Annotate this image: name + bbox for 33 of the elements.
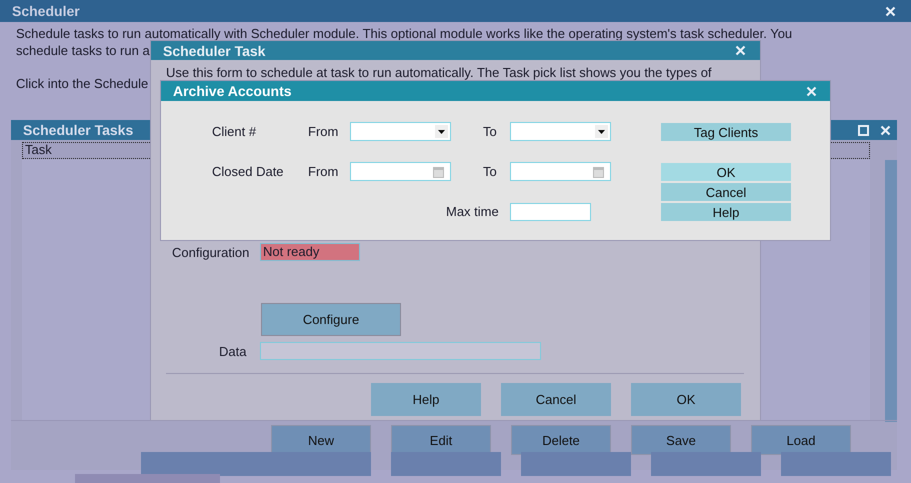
field-label: To [483, 124, 497, 140]
dialog-button: OK [631, 383, 741, 416]
field-label: Configuration [172, 245, 250, 261]
status-field: Not ready [260, 243, 360, 261]
description-text: Click into the Schedule [16, 76, 148, 92]
window-title: Scheduler [11, 2, 80, 21]
window-title: Scheduler Task [162, 42, 266, 60]
dialog-button: Configure [261, 303, 401, 336]
dialog-button: Help [661, 203, 791, 221]
dialog-button: Cancel [501, 383, 611, 416]
field-label: To [483, 164, 497, 180]
field-label: From [308, 164, 338, 180]
field-label: Max time [446, 204, 499, 220]
field-label: Data [219, 344, 246, 360]
description-text: Schedule tasks to run automatically with Scheduler module. This optional module works like the operating system's task scheduler. You [16, 26, 792, 42]
dialog-window [161, 81, 830, 240]
field-label: Client # [212, 124, 256, 140]
description-text: Use this form to schedule at task to run automatically. The Task pick list shows you the types of [166, 65, 712, 81]
window-title: Scheduler Tasks [22, 121, 134, 140]
field-label: Closed Date [212, 164, 284, 180]
toolbar-button: New [271, 425, 371, 455]
toolbar-button: Load [751, 425, 851, 455]
window-title: Archive Accounts [172, 82, 292, 101]
description-text: schedule tasks to run a [16, 43, 150, 59]
toolbar-button: Save [631, 425, 731, 455]
field-label: From [308, 124, 338, 140]
toolbar-button: Delete [511, 425, 611, 455]
dialog-button: Help [371, 383, 481, 416]
toolbar-button: Edit [391, 425, 491, 455]
dialog-button: Tag Clients [661, 123, 791, 141]
dialog-button: OK [661, 163, 791, 181]
dialog-button: Cancel [661, 183, 791, 201]
column-header: Task [25, 142, 53, 159]
